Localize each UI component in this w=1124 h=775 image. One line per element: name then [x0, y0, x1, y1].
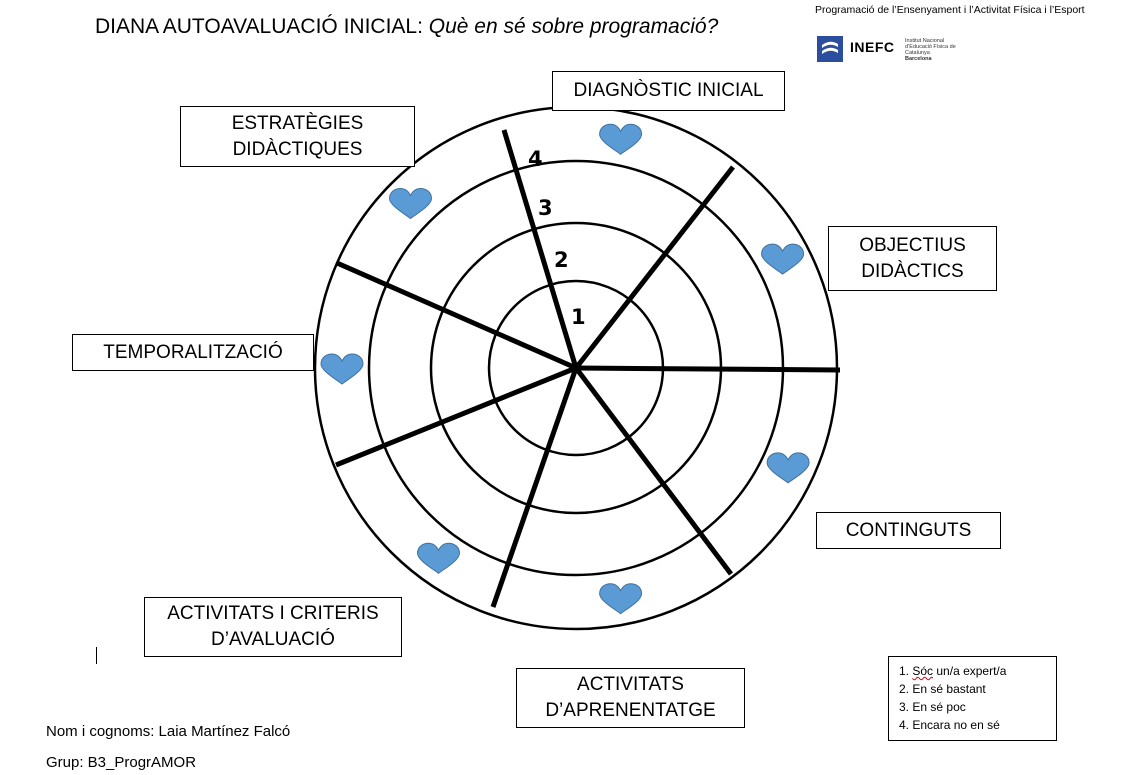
student-name[interactable]: Nom i cognoms: Laia Martínez Falcó — [46, 723, 291, 740]
section-avaluacio-line-1: ACTIVITATS I CRITERIS — [167, 603, 379, 624]
legend-item-2: 2. En sé bastant — [899, 682, 986, 696]
legend-item-1-word: Sóc — [912, 664, 934, 678]
document-title: DIANA AUTOAVALUACIÓ INICIAL: Què en sé s… — [95, 15, 718, 39]
logo-city: Barcelona — [905, 56, 932, 62]
section-continguts: CONTINGUTS — [816, 512, 1001, 549]
section-temporalitzacio: TEMPORALITZACIÓ — [72, 334, 314, 371]
section-avaluacio-line-2: D’AVALUACIÓ — [211, 629, 335, 650]
title-main: DIANA AUTOAVALUACIÓ INICIAL: — [95, 15, 429, 38]
heart-icon-estrategies — [388, 187, 433, 220]
legend-item-1: 1. Sóc un/a expert/a — [899, 664, 1007, 678]
section-objectius-line-2: DIDÀCTICS — [861, 260, 964, 282]
spoke-e — [490, 367, 579, 608]
ring-label-2: 2 — [554, 248, 569, 272]
target-spokes — [335, 129, 841, 608]
spoke-g — [335, 260, 578, 371]
text-cursor[interactable] — [96, 647, 97, 664]
section-estrategies-line-1: ESTRATÈGIES — [231, 112, 364, 134]
heart-icon-aprenentatge — [599, 583, 643, 615]
legend-item-3: 3. En sé poc — [899, 700, 966, 714]
ring-label-3: 3 — [538, 196, 553, 220]
student-group[interactable]: Grup: B3_ProgrAMOR — [46, 754, 197, 771]
title-question: Què en sé sobre programació? — [428, 15, 719, 38]
section-temporalitzacio-line-1: TEMPORALITZACIÓ — [103, 341, 283, 363]
spoke-d — [574, 366, 733, 576]
spoke-a — [501, 129, 579, 369]
inefc-logo: INEFC Institut Nacional d’Educació Físic… — [817, 36, 957, 64]
rating-legend: 1. Sóc un/a expert/a 2. En sé bastant 3.… — [888, 656, 1057, 741]
course-header: Programació de l’Ensenyament i l’Activit… — [815, 4, 1085, 16]
section-diagnostic-line-1: DIAGNÒSTIC INICIAL — [573, 80, 764, 101]
section-objectius: OBJECTIUS DIDÀCTICS — [828, 226, 997, 291]
section-estrategies-line-2: DIDÀCTIQUES — [232, 138, 363, 160]
logo-subtitle: Institut Nacional d’Educació Física de C… — [905, 38, 965, 62]
heart-icon-continguts — [766, 452, 810, 484]
heart-icon-diagnostic — [599, 123, 643, 155]
heart-icon-objectius — [761, 243, 805, 275]
logo-institution: Institut Nacional d’Educació Física de C… — [905, 38, 956, 56]
section-objectius-line-1: OBJECTIUS — [859, 234, 966, 256]
section-diagnostic: DIAGNÒSTIC INICIAL — [552, 71, 785, 111]
section-aprenentatge-line-1: ACTIVITATS — [577, 674, 684, 695]
spoke-f — [335, 365, 577, 468]
section-aprenentatge: ACTIVITATS D’APRENENTATGE — [516, 668, 745, 728]
section-estrategies: ESTRATÈGIES DIDÀCTIQUES — [180, 106, 415, 167]
section-aprenentatge-line-2: D’APRENENTATGE — [545, 700, 716, 721]
inefc-logo-icon — [817, 36, 843, 62]
ring-label-1: 1 — [571, 305, 586, 329]
spoke-b — [574, 165, 735, 370]
logo-name: INEFC — [850, 39, 895, 55]
heart-icon-avaluacio — [416, 542, 461, 574]
spoke-c — [575, 365, 841, 373]
heart-icon-temporalitzacio — [320, 353, 364, 385]
section-avaluacio: ACTIVITATS I CRITERIS D’AVALUACIÓ — [144, 597, 402, 657]
rating-hearts — [320, 123, 810, 615]
ring-numbers: 1 2 3 4 — [528, 147, 586, 329]
section-continguts-line-1: CONTINGUTS — [845, 519, 972, 541]
ring-label-4: 4 — [528, 147, 543, 171]
legend-item-4: 4. Encara no en sé — [899, 718, 1000, 732]
